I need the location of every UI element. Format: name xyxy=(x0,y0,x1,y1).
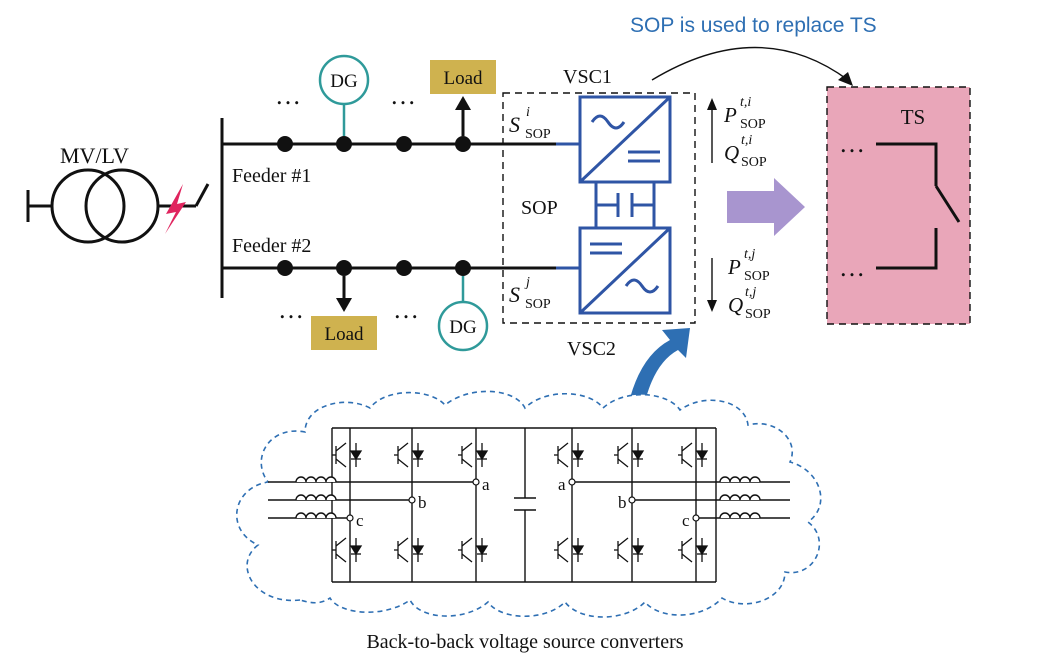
s-sop-j-label: S j SOP xyxy=(509,275,551,312)
svg-text:t,j: t,j xyxy=(744,247,755,262)
svg-text:S: S xyxy=(509,112,520,137)
svg-text:SOP: SOP xyxy=(740,117,766,132)
svg-text:t,i: t,i xyxy=(741,133,752,148)
caption: Back-to-back voltage source converters xyxy=(366,631,683,653)
feeder-2-label: Feeder #2 xyxy=(232,235,311,257)
svg-text:Q: Q xyxy=(724,141,739,165)
load-1-label: Load xyxy=(443,68,483,89)
ts-switch-icon xyxy=(876,142,961,270)
dg-2-circle xyxy=(437,300,489,352)
feeder-1-label: Feeder #1 xyxy=(232,165,311,187)
svg-text:i: i xyxy=(526,105,530,120)
detail-arrow xyxy=(630,328,690,398)
fault-icon xyxy=(165,184,186,234)
power-arrow-i xyxy=(707,98,717,163)
feeder-2-nodes xyxy=(277,260,471,276)
node-c-right: c xyxy=(682,511,690,530)
dg-1-label: DG xyxy=(330,71,358,92)
svg-text:SOP: SOP xyxy=(525,297,551,312)
s-sop-i-label: S i SOP xyxy=(509,105,551,142)
svg-text:S: S xyxy=(509,282,520,307)
dg-1-circle xyxy=(318,54,370,106)
node-a-left: a xyxy=(482,475,490,494)
svg-text:P: P xyxy=(727,255,741,279)
q-sop-j-label: Q t,j SOP xyxy=(728,285,771,322)
curved-arrowhead xyxy=(838,72,853,86)
svg-text:j: j xyxy=(524,275,530,290)
svg-text:t,j: t,j xyxy=(745,285,756,300)
load-2-arrowhead xyxy=(336,298,352,312)
converter-cloud xyxy=(235,390,822,618)
vsc2-block xyxy=(578,226,672,315)
feeder-2-ellipsis-2: … xyxy=(393,295,419,324)
svg-text:SOP: SOP xyxy=(745,307,771,322)
svg-text:t,i: t,i xyxy=(740,95,751,110)
q-sop-i-label: Q t,i SOP xyxy=(724,133,767,170)
ts-box xyxy=(826,86,971,325)
sop-box xyxy=(502,92,696,324)
feeder-2-ellipsis-1: … xyxy=(278,295,304,324)
ts-ellipsis-2: … xyxy=(839,253,865,282)
ts-label: TS xyxy=(901,105,926,129)
p-sop-i-label: P t,i SOP xyxy=(723,95,766,132)
vsc1-label: VSC1 xyxy=(563,66,612,88)
dg-2-label: DG xyxy=(449,317,477,338)
svg-text:SOP: SOP xyxy=(525,127,551,142)
load-2-box xyxy=(311,316,377,350)
ts-ellipsis-1: … xyxy=(839,129,865,158)
node-c-left: c xyxy=(356,511,364,530)
load-1-arrowhead xyxy=(455,96,471,110)
node-a-right: a xyxy=(558,475,566,494)
dc-link-capacitor xyxy=(594,182,656,228)
svg-text:Q: Q xyxy=(728,293,743,317)
feeder-1-nodes xyxy=(277,136,471,152)
vsc2-label: VSC2 xyxy=(567,338,616,360)
transformer-label: MV/LV xyxy=(60,143,129,168)
feeder-1-ellipsis-1: … xyxy=(275,81,301,110)
load-2-label: Load xyxy=(324,324,364,345)
vsc1-block xyxy=(578,95,672,184)
igbt-switches xyxy=(332,442,709,563)
power-arrow-j xyxy=(707,258,717,312)
load-1-box xyxy=(430,60,496,94)
svg-text:SOP: SOP xyxy=(741,155,767,170)
p-sop-j-label: P t,j SOP xyxy=(727,247,770,284)
sop-label: SOP xyxy=(521,197,558,219)
svg-text:P: P xyxy=(723,103,737,127)
annotation-text: SOP is used to replace TS xyxy=(630,14,877,37)
curved-arrow xyxy=(651,46,849,81)
replace-arrow xyxy=(727,178,805,236)
feeder-1-ellipsis-2: … xyxy=(390,81,416,110)
node-b-left: b xyxy=(418,493,427,512)
node-b-right: b xyxy=(618,493,627,512)
svg-text:SOP: SOP xyxy=(744,269,770,284)
converter-circuit xyxy=(268,427,790,583)
